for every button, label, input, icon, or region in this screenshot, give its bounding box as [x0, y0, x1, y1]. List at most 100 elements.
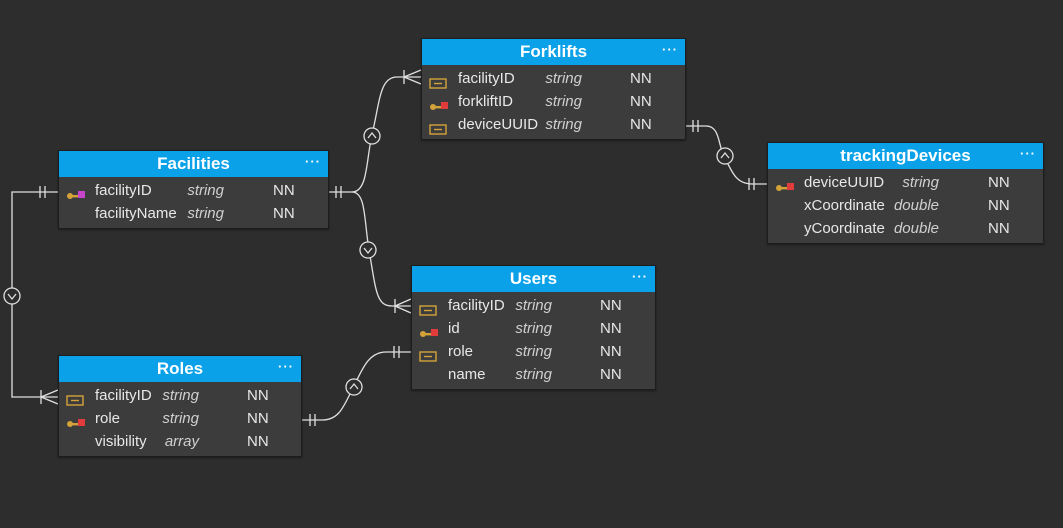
optional-circle-icon — [3, 287, 21, 305]
field-not-null: NN — [247, 433, 269, 450]
field-type: double — [893, 220, 939, 237]
field-type: string — [187, 182, 224, 199]
field-type: double — [893, 197, 939, 214]
field-not-null: NN — [630, 70, 652, 87]
primary-key-icon — [419, 323, 439, 337]
foreign-key-icon — [66, 390, 86, 406]
field-row-forklifts-0[interactable]: facilityID string NN — [422, 67, 685, 90]
more-options-icon[interactable]: ··· — [662, 42, 678, 57]
primary-key-icon — [66, 413, 86, 427]
field-name: facilityID — [458, 70, 515, 87]
foreign-key-icon — [429, 73, 449, 89]
field-name: facilityID — [95, 182, 152, 199]
field-row-users-2[interactable]: role string NN — [412, 340, 655, 363]
more-options-icon[interactable]: ··· — [632, 269, 648, 284]
field-name: xCoordinate — [804, 197, 885, 214]
field-type: string — [545, 93, 582, 110]
entity-header-roles[interactable]: Roles ··· — [59, 356, 301, 382]
crow-foot-marker — [403, 76, 422, 85]
field-not-null: NN — [273, 182, 295, 199]
optional-circle-icon — [363, 127, 381, 145]
foreign-key-icon — [419, 346, 439, 362]
primary-key-icon — [429, 96, 449, 110]
field-row-forklifts-2[interactable]: deviceUUID string NN — [422, 113, 685, 136]
field-type: array — [164, 433, 199, 450]
optional-circle-icon — [716, 147, 734, 165]
field-type: string — [515, 297, 552, 314]
chevron-down-icon — [363, 247, 373, 255]
more-options-icon[interactable]: ··· — [278, 359, 294, 374]
field-type: string — [545, 116, 582, 133]
field-type: string — [162, 387, 199, 404]
chevron-up-icon — [720, 151, 730, 159]
entity-title: Users — [509, 269, 558, 288]
field-type: string — [187, 205, 224, 222]
entity-title: Roles — [156, 359, 204, 378]
field-name: facilityID — [448, 297, 505, 314]
field-not-null: NN — [600, 320, 622, 337]
field-not-null: NN — [273, 205, 295, 222]
field-row-users-1[interactable]: id string NN — [412, 317, 655, 340]
crow-foot-marker — [403, 69, 422, 78]
field-name: role — [95, 410, 121, 427]
field-type: string — [515, 366, 552, 383]
field-type: string — [162, 410, 199, 427]
field-name: id — [448, 320, 460, 337]
field-row-forklifts-1[interactable]: forkliftID string NN — [422, 90, 685, 113]
field-name: visibility — [95, 433, 147, 450]
more-options-icon[interactable]: ··· — [305, 154, 321, 169]
field-not-null: NN — [600, 343, 622, 360]
field-name: deviceUUID — [458, 116, 539, 133]
field-row-trackingDevices-1[interactable]: xCoordinate double NN — [768, 194, 1043, 217]
crow-foot-marker — [394, 305, 412, 314]
field-not-null: NN — [630, 116, 652, 133]
field-type: string — [902, 174, 939, 191]
field-not-null: NN — [988, 197, 1010, 214]
foreign-key-icon — [419, 300, 439, 316]
field-row-facilities-0[interactable]: facilityID string NN — [59, 179, 328, 202]
field-not-null: NN — [988, 174, 1010, 191]
field-not-null: NN — [600, 297, 622, 314]
crow-foot-marker — [40, 396, 59, 405]
entity-title: Forklifts — [519, 42, 588, 61]
entity-header-forklifts[interactable]: Forklifts ··· — [422, 39, 685, 65]
field-not-null: NN — [600, 366, 622, 383]
field-row-users-0[interactable]: facilityID string NN — [412, 294, 655, 317]
optional-circle-icon — [359, 241, 377, 259]
field-row-facilities-1[interactable]: facilityName string NN — [59, 202, 328, 225]
field-row-trackingDevices-2[interactable]: yCoordinate double NN — [768, 217, 1043, 240]
field-type: string — [515, 320, 552, 337]
entity-title: trackingDevices — [840, 146, 971, 165]
entity-header-users[interactable]: Users ··· — [412, 266, 655, 292]
field-name: yCoordinate — [804, 220, 885, 237]
chevron-down-icon — [7, 293, 17, 301]
field-row-users-3[interactable]: name string NN — [412, 363, 655, 386]
field-row-roles-2[interactable]: visibility array NN — [59, 430, 301, 453]
field-not-null: NN — [988, 220, 1010, 237]
field-name: name — [448, 366, 486, 383]
field-row-trackingDevices-0[interactable]: deviceUUID string NN — [768, 171, 1043, 194]
field-name: deviceUUID — [804, 174, 885, 191]
chevron-up-icon — [349, 382, 359, 390]
entity-header-trackingdevices[interactable]: trackingDevices ··· — [768, 143, 1043, 169]
field-type: string — [515, 343, 552, 360]
crow-foot-marker — [40, 389, 59, 398]
field-name: role — [448, 343, 474, 360]
field-name: forkliftID — [458, 93, 514, 110]
field-not-null: NN — [630, 93, 652, 110]
more-options-icon[interactable]: ··· — [1020, 146, 1036, 161]
field-type: string — [545, 70, 582, 87]
field-not-null: NN — [247, 387, 269, 404]
field-name: facilityName — [95, 205, 177, 222]
entity-title: Facilities — [157, 154, 230, 173]
entity-header-facilities[interactable]: Facilities ··· — [59, 151, 328, 177]
